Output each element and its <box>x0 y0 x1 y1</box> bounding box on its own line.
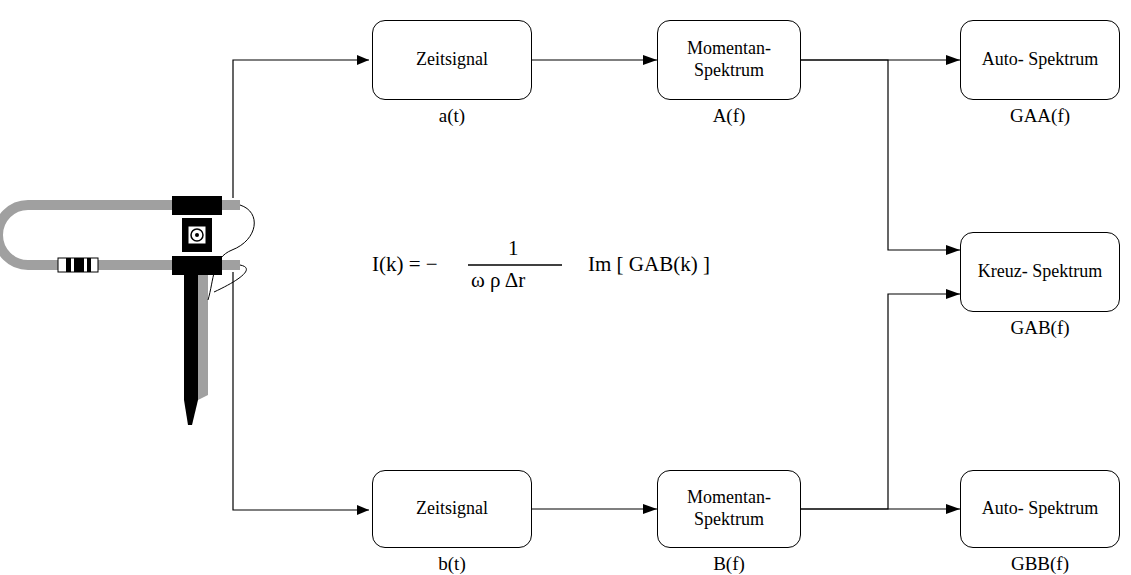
box-outline: Auto- Spektrum <box>960 470 1120 548</box>
formula-part: Im [ GAB(k) ] <box>588 252 710 277</box>
signal-cable <box>214 265 246 292</box>
box-title: Auto- Spektrum <box>982 49 1099 71</box>
process-box: Kreuz- SpektrumGAB(f) <box>960 232 1120 339</box>
box-outline: Zeitsignal <box>372 20 532 100</box>
probe-handle <box>184 275 198 425</box>
spacer-window <box>188 226 206 244</box>
box-outline: Momentan- Spektrum <box>657 20 801 100</box>
direction-dot <box>195 233 199 237</box>
probe-handle <box>198 275 208 400</box>
probe-tube <box>60 200 172 210</box>
process-box: Auto- SpektrumGAA(f) <box>960 20 1120 127</box>
signal-name: A(f) <box>657 105 801 127</box>
process-box: Auto- SpektrumGBB(f) <box>960 470 1120 575</box>
box-outline: Auto- Spektrum <box>960 20 1120 100</box>
process-box: Momentan- SpektrumB(f) <box>657 470 801 575</box>
box-title: Zeitsignal <box>416 49 488 71</box>
direction-mark <box>191 229 203 241</box>
probe-tube <box>222 260 240 270</box>
box-title: Momentan- Spektrum <box>670 487 788 530</box>
formula-part: I(k) = − <box>372 252 438 277</box>
signal-arrow <box>801 294 960 509</box>
spacer-band <box>74 258 84 272</box>
box-title: Momentan- Spektrum <box>670 38 788 81</box>
signal-arrow <box>532 508 657 509</box>
signal-arrow <box>532 59 657 60</box>
fraction-bar <box>468 264 562 265</box>
process-box: Zeitsignal a(t) <box>372 20 532 127</box>
spacer-band <box>87 258 91 272</box>
probe-tube <box>222 200 240 210</box>
process-box: Momentan- SpektrumA(f) <box>657 20 801 127</box>
box-outline: Momentan- Spektrum <box>657 470 801 548</box>
microphone-a <box>172 196 222 215</box>
signal-name: b(t) <box>372 553 532 575</box>
signal-name: GAA(f) <box>960 105 1120 127</box>
signal-wire <box>233 272 369 510</box>
formula-part: ω ρ Δr <box>471 268 525 293</box>
box-outline: Zeitsignal <box>372 470 532 548</box>
signal-name: GBB(f) <box>960 553 1120 575</box>
signal-name: B(f) <box>657 553 801 575</box>
signal-wire <box>233 60 369 198</box>
box-outline: Kreuz- Spektrum <box>960 232 1120 312</box>
probe-tube <box>98 260 172 270</box>
formula-part: 1 <box>508 236 519 261</box>
signal-cable <box>208 205 254 300</box>
spacer-block <box>182 218 212 252</box>
signal-arrow <box>801 60 960 250</box>
box-title: Auto- Spektrum <box>982 498 1099 520</box>
box-title: Zeitsignal <box>416 498 488 520</box>
spacer-element <box>58 258 98 272</box>
signal-name: a(t) <box>372 105 532 127</box>
box-title: Kreuz- Spektrum <box>978 261 1102 283</box>
signal-name: GAB(f) <box>960 317 1120 339</box>
process-box: Zeitsignal b(t) <box>372 470 532 575</box>
probe-tube <box>0 205 60 265</box>
spacer-band <box>66 258 71 272</box>
